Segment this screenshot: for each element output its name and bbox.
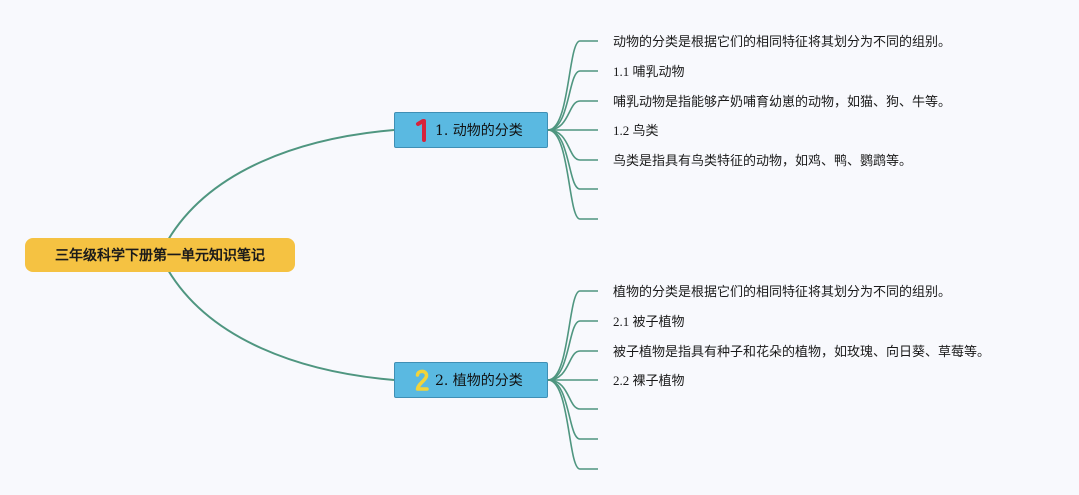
leaf-connector-3 bbox=[547, 350, 598, 381]
leaf-connector-7 bbox=[547, 379, 598, 470]
leaf-connector-2 bbox=[547, 320, 598, 381]
leaf-connector-1 bbox=[547, 40, 598, 131]
branch-label: 2. 植物的分类 bbox=[435, 373, 523, 389]
leaf-topic[interactable]: 被子植物是指具有种子和花朵的植物，如玫瑰、向日葵、草莓等。 bbox=[613, 344, 991, 359]
root-to-branch-2-connector bbox=[167, 269, 395, 381]
branch-node-plant-classification[interactable]: 2. 植物的分类 bbox=[394, 362, 548, 398]
leaf-topic[interactable]: 植物的分类是根据它们的相同特征将其划分为不同的组别。 bbox=[613, 284, 952, 299]
leaf-topic[interactable]: 1.1 哺乳动物 bbox=[613, 64, 685, 79]
root-title: 三年级科学下册第一单元知识笔记 bbox=[55, 248, 265, 264]
leaf-topic[interactable]: 2.2 裸子植物 bbox=[613, 373, 685, 388]
root-node[interactable]: 三年级科学下册第一单元知识笔记 bbox=[25, 238, 295, 272]
branch-2-leaf-connectors bbox=[547, 290, 598, 470]
leaf-connector-1 bbox=[547, 290, 598, 381]
branch-node-animal-classification[interactable]: 1. 动物的分类 bbox=[394, 112, 548, 148]
branch-label: 1. 动物的分类 bbox=[435, 123, 523, 139]
leaf-topic[interactable]: 2.1 被子植物 bbox=[613, 314, 685, 329]
root-to-branch-1-connector bbox=[167, 129, 395, 241]
leaf-connector-2 bbox=[547, 70, 598, 131]
leaf-topic[interactable]: 哺乳动物是指能够产奶哺育幼崽的动物，如猫、狗、牛等。 bbox=[613, 94, 952, 109]
leaf-connector-7 bbox=[547, 129, 598, 220]
leaf-topic[interactable]: 动物的分类是根据它们的相同特征将其划分为不同的组别。 bbox=[613, 34, 952, 49]
leaf-connector-5 bbox=[547, 129, 598, 161]
number-one-marker-icon bbox=[416, 119, 426, 142]
leaf-topic[interactable]: 1.2 鸟类 bbox=[613, 123, 659, 138]
leaf-topic[interactable]: 鸟类是指具有鸟类特征的动物，如鸡、鸭、鹦鹉等。 bbox=[613, 153, 913, 168]
number-two-marker-icon bbox=[415, 369, 429, 391]
branch-1-leaf-connectors bbox=[547, 40, 598, 220]
leaf-connector-3 bbox=[547, 100, 598, 131]
